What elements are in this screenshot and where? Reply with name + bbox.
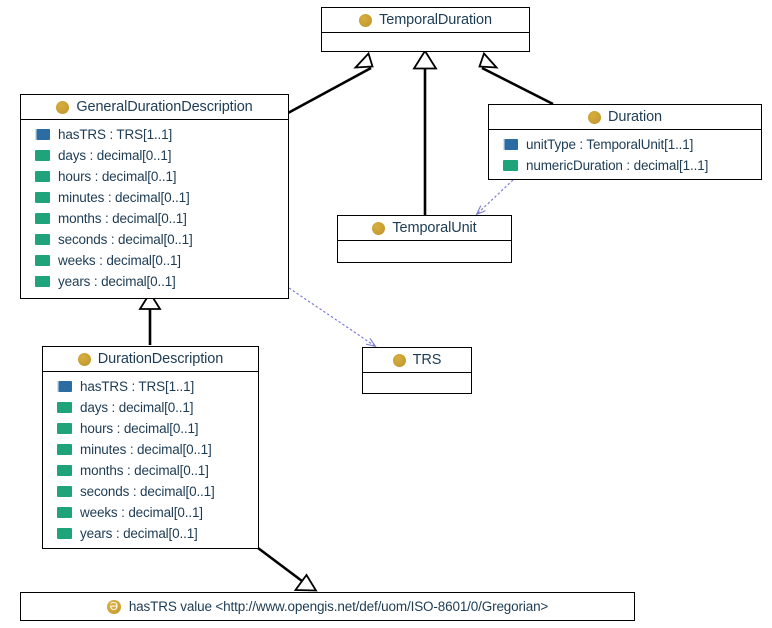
data-property-icon — [35, 213, 50, 224]
attribute-row: days : decimal[0..1] — [21, 145, 288, 166]
attribute-row: unitType : TemporalUnit[1..1] — [489, 134, 761, 155]
class-header-general-duration-description: GeneralDurationDescription — [21, 95, 288, 120]
object-property-icon — [35, 129, 50, 140]
class-attributes-empty — [322, 33, 529, 56]
attribute-row: hours : decimal[0..1] — [21, 166, 288, 187]
class-box-temporal-duration[interactable]: TemporalDuration — [321, 7, 530, 52]
class-header-temporal-unit: TemporalUnit — [338, 216, 511, 241]
class-header-duration: Duration — [489, 105, 761, 130]
class-header-temporal-duration: TemporalDuration — [322, 8, 529, 33]
attribute-row: days : decimal[0..1] — [43, 397, 258, 418]
attribute-label: hasTRS : TRS[1..1] — [58, 127, 173, 142]
attribute-label: hours : decimal[0..1] — [58, 169, 177, 184]
data-property-icon — [57, 402, 72, 413]
edge-generalization-dd-to-gdd — [138, 291, 162, 345]
class-name-label: TRS — [412, 352, 442, 368]
attribute-row: years : decimal[0..1] — [43, 523, 258, 544]
attribute-row: weeks : decimal[0..1] — [43, 502, 258, 523]
edge-dependency-gdd-to-trs — [288, 287, 375, 346]
attribute-row: months : decimal[0..1] — [21, 208, 288, 229]
attribute-label: weeks : decimal[0..1] — [80, 505, 203, 520]
attribute-label: unitType : TemporalUnit[1..1] — [526, 137, 694, 152]
attribute-row: numericDuration : decimal[1..1] — [489, 155, 761, 176]
class-name-label: Duration — [607, 109, 662, 125]
owl-class-icon — [372, 221, 386, 235]
owl-class-icon — [392, 353, 406, 367]
data-property-icon — [503, 160, 518, 171]
class-attributes-empty — [363, 373, 471, 396]
attribute-label: numericDuration : decimal[1..1] — [526, 158, 709, 173]
class-box-general-duration-description[interactable]: GeneralDurationDescription hasTRS : TRS[… — [20, 94, 289, 299]
attribute-label: months : decimal[0..1] — [80, 463, 209, 478]
owl-class-icon — [587, 110, 601, 124]
class-name-label: TemporalUnit — [392, 220, 477, 236]
owl-class-icon — [77, 352, 91, 366]
class-box-duration-description[interactable]: DurationDescription hasTRS : TRS[1..1] d… — [42, 346, 259, 549]
annotation-note-text: hasTRS value <http://www.opengis.net/def… — [128, 599, 549, 614]
attribute-label: months : decimal[0..1] — [58, 211, 187, 226]
class-attributes-empty — [338, 241, 511, 264]
attribute-row: minutes : decimal[0..1] — [21, 187, 288, 208]
class-header-trs: TRS — [363, 348, 471, 373]
attribute-row: weeks : decimal[0..1] — [21, 250, 288, 271]
class-name-label: TemporalDuration — [379, 12, 492, 28]
object-property-icon — [57, 381, 72, 392]
attribute-label: minutes : decimal[0..1] — [80, 442, 212, 457]
annotation-property-icon: Ə — [106, 599, 121, 614]
data-property-icon — [35, 234, 50, 245]
attribute-row: seconds : decimal[0..1] — [43, 481, 258, 502]
edge-annotation-dd-to-note — [257, 546, 318, 592]
attribute-label: hasTRS : TRS[1..1] — [80, 379, 195, 394]
edge-generalization-gdd-to-temporalduration — [287, 51, 374, 115]
data-property-icon — [35, 276, 50, 287]
class-box-trs[interactable]: TRS — [362, 347, 472, 394]
edge-dependency-duration-to-temporalunit — [477, 179, 514, 214]
attribute-label: minutes : decimal[0..1] — [58, 190, 190, 205]
data-property-icon — [35, 171, 50, 182]
attribute-row: hasTRS : TRS[1..1] — [43, 376, 258, 397]
data-property-icon — [57, 423, 72, 434]
data-property-icon — [35, 255, 50, 266]
class-name-label: DurationDescription — [97, 351, 224, 367]
annotation-note-box[interactable]: Ə hasTRS value <http://www.opengis.net/d… — [20, 592, 635, 621]
class-box-duration[interactable]: Duration unitType : TemporalUnit[1..1] n… — [488, 104, 762, 180]
attribute-label: weeks : decimal[0..1] — [58, 253, 181, 268]
edge-generalization-duration-to-temporalduration — [478, 51, 554, 106]
attribute-row: seconds : decimal[0..1] — [21, 229, 288, 250]
data-property-icon — [57, 528, 72, 539]
data-property-icon — [35, 150, 50, 161]
class-attributes-list: hasTRS : TRS[1..1] days : decimal[0..1] … — [21, 120, 288, 298]
class-attributes-list: hasTRS : TRS[1..1] days : decimal[0..1] … — [43, 372, 258, 550]
edge-generalization-temporalunit-to-temporalduration — [412, 49, 438, 215]
object-property-icon — [503, 139, 518, 150]
attribute-label: seconds : decimal[0..1] — [80, 484, 215, 499]
attribute-row: minutes : decimal[0..1] — [43, 439, 258, 460]
owl-class-icon — [56, 100, 70, 114]
class-box-temporal-unit[interactable]: TemporalUnit — [337, 215, 512, 263]
attribute-row: years : decimal[0..1] — [21, 271, 288, 292]
data-property-icon — [57, 444, 72, 455]
attribute-label: days : decimal[0..1] — [80, 400, 194, 415]
class-name-label: GeneralDurationDescription — [76, 99, 253, 115]
class-attributes-list: unitType : TemporalUnit[1..1] numericDur… — [489, 130, 761, 182]
attribute-label: years : decimal[0..1] — [80, 526, 198, 541]
data-property-icon — [57, 486, 72, 497]
attribute-label: years : decimal[0..1] — [58, 274, 176, 289]
owl-class-icon — [359, 13, 373, 27]
attribute-row: hasTRS : TRS[1..1] — [21, 124, 288, 145]
attribute-label: seconds : decimal[0..1] — [58, 232, 193, 247]
attribute-row: hours : decimal[0..1] — [43, 418, 258, 439]
attribute-label: hours : decimal[0..1] — [80, 421, 199, 436]
data-property-icon — [57, 507, 72, 518]
class-header-duration-description: DurationDescription — [43, 347, 258, 372]
attribute-label: days : decimal[0..1] — [58, 148, 172, 163]
data-property-icon — [35, 192, 50, 203]
data-property-icon — [57, 465, 72, 476]
attribute-row: months : decimal[0..1] — [43, 460, 258, 481]
